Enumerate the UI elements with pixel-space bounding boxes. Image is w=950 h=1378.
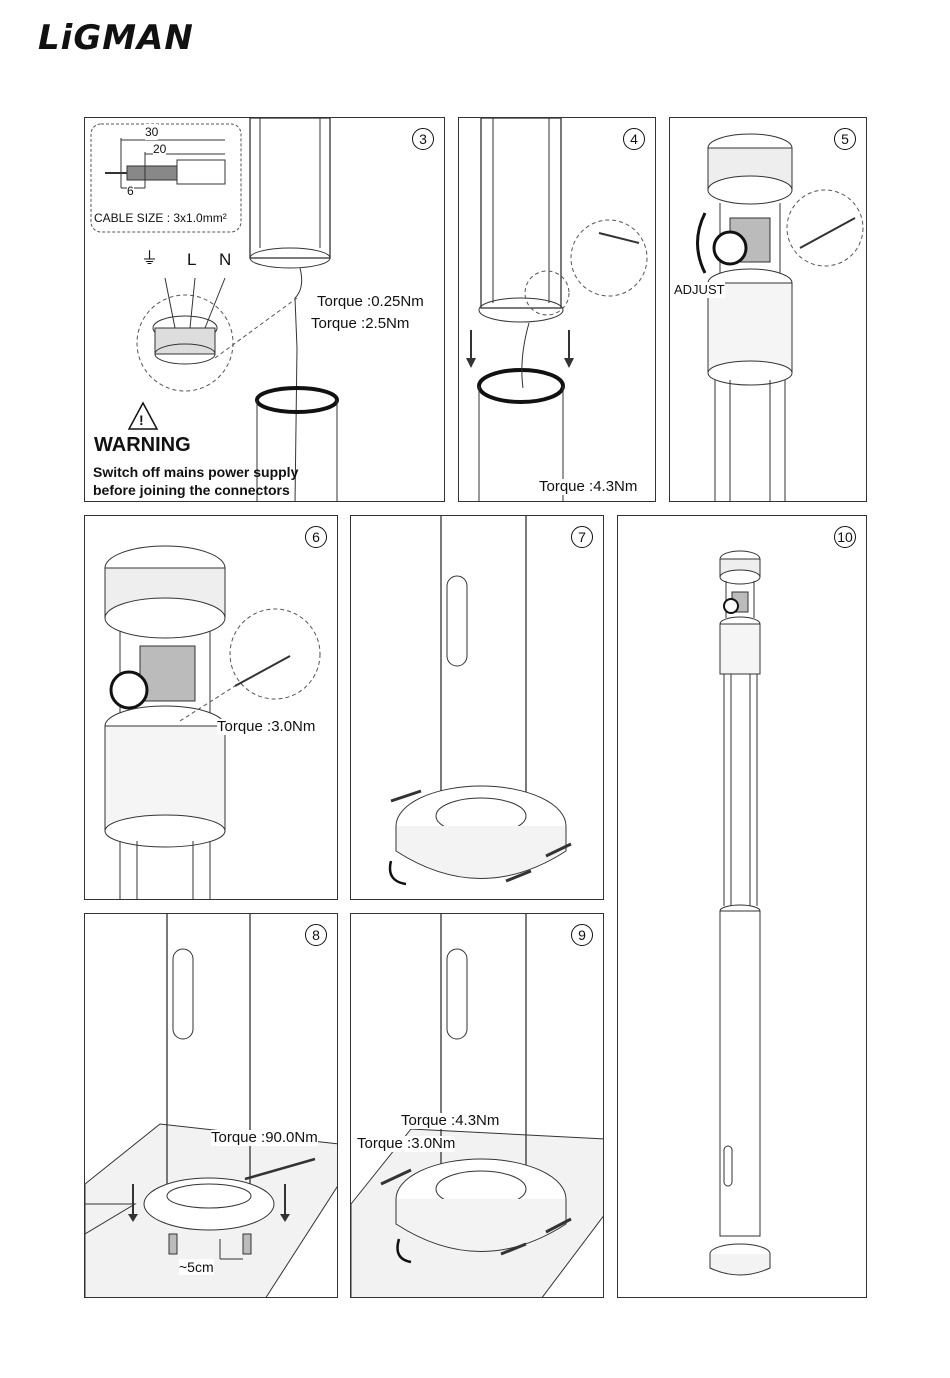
torque-label: Torque :3.0Nm [217, 719, 315, 735]
panel-step-7: 7 [350, 515, 604, 900]
label-live: L [187, 252, 196, 268]
step-8-illustration [85, 914, 338, 1298]
earth-symbol: ⏚ [141, 251, 158, 267]
panel-step-6: 6 Torque :3.0Nm [84, 515, 338, 900]
brand-logo: LiGMAN [38, 18, 194, 58]
panel-step-9: 9 Torque :4.3Nm Torque :3.0Nm [350, 913, 604, 1298]
panel-step-8: 8 Torque :90.0Nm ~5cm [84, 913, 338, 1298]
step-9-illustration [351, 914, 604, 1298]
torque-label-a: Torque :0.25Nm [317, 294, 424, 310]
torque-label: Torque :90.0Nm [211, 1130, 318, 1146]
torque-label-b: Torque :3.0Nm [357, 1136, 455, 1152]
label-neutral: N [219, 252, 231, 268]
dim-30: 30 [145, 124, 158, 140]
panel-step-10: 10 [617, 515, 867, 1298]
warning-sign-mark: ! [139, 412, 144, 428]
warning-line-1: Switch off mains power supply [93, 463, 298, 481]
step-number-4: 4 [623, 128, 645, 150]
panel-step-4: 4 Torque :4.3Nm [458, 117, 656, 502]
warning-line-2: before joining the connectors [93, 481, 290, 499]
panel-step-5: 5 ADJUST [669, 117, 867, 502]
step-number-8: 8 [305, 924, 327, 946]
cable-size-label: CABLE SIZE : 3x1.0mm² [94, 210, 227, 226]
step-number-5: 5 [834, 128, 856, 150]
step-10-illustration [618, 516, 867, 1298]
distance-label: ~5cm [179, 1259, 214, 1275]
step-5-illustration [670, 118, 867, 502]
step-number-10: 10 [834, 526, 856, 548]
panel-step-3: 3 30 20 6 CABLE SIZE : 3x1.0mm² ⏚ L N To… [84, 117, 445, 502]
torque-label: Torque :4.3Nm [539, 479, 637, 495]
step-number-7: 7 [571, 526, 593, 548]
step-6-illustration [85, 516, 338, 900]
step-number-3: 3 [412, 128, 434, 150]
torque-label-b: Torque :2.5Nm [311, 316, 409, 332]
dim-6: 6 [127, 183, 134, 199]
step-number-6: 6 [305, 526, 327, 548]
torque-label-a: Torque :4.3Nm [401, 1113, 499, 1129]
dim-20: 20 [153, 141, 166, 157]
step-number-9: 9 [571, 924, 593, 946]
warning-title: WARNING [94, 434, 191, 457]
step-4-illustration [459, 118, 656, 502]
step-7-illustration [351, 516, 604, 900]
adjust-label: ADJUST [674, 282, 725, 298]
